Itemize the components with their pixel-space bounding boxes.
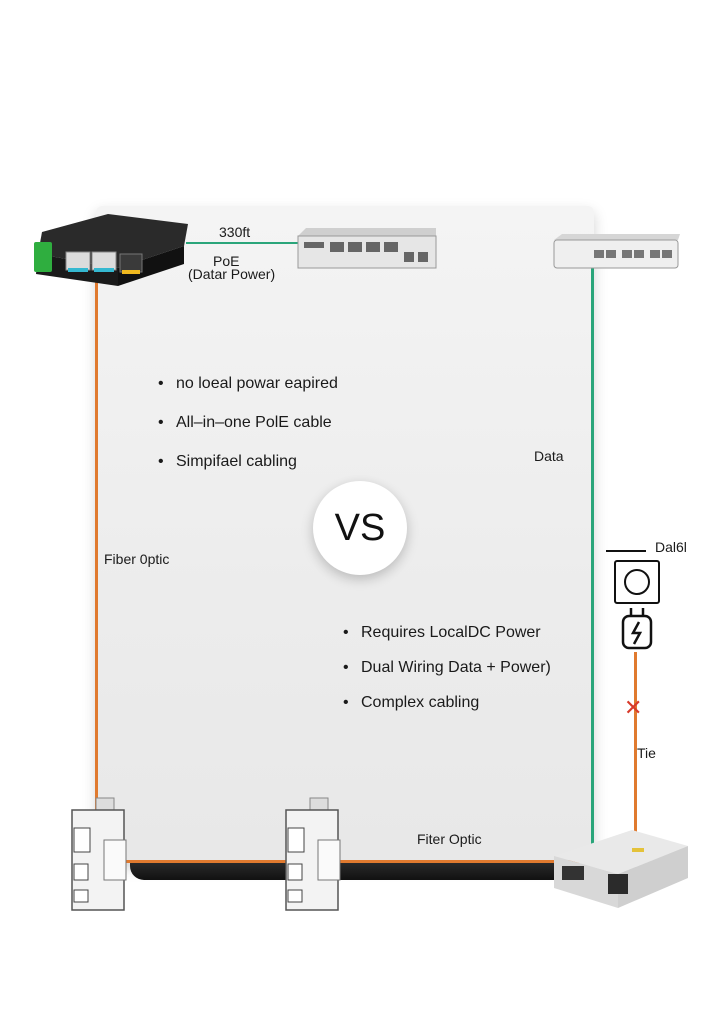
data-line-right — [591, 262, 594, 862]
din-rail-converter-middle — [285, 797, 341, 911]
list-item: Dual Wiring Data + Power) — [343, 650, 551, 685]
power-plug-icon — [621, 608, 653, 650]
data-power-label-right: Dal6l — [655, 539, 687, 555]
poe-link-line — [186, 242, 298, 244]
vs-badge: VS — [313, 481, 407, 575]
distance-label: 330ft — [219, 224, 251, 240]
fiber-label-bottom: Fiter Optic — [417, 831, 482, 847]
network-switch-middle — [297, 228, 437, 269]
local-power-drawbacks-list: Requires LocalDC Power Dual Wiring Data … — [343, 615, 551, 720]
poe-label: PoE — [213, 253, 240, 269]
data-label-right: Data — [534, 448, 564, 464]
list-item: Complex cabling — [343, 685, 551, 720]
fiber-line-bottom — [95, 860, 595, 863]
red-x-icon: ✕ — [624, 695, 643, 720]
tie-label: Tie — [637, 745, 656, 761]
list-item: no loeal powar eapired — [158, 364, 338, 403]
list-item: Requires LocalDC Power — [343, 615, 551, 650]
list-item: All–in–one PolE cable — [158, 403, 338, 442]
poe-subtitle-label: (Datar Power) — [188, 266, 276, 282]
network-switch-right — [553, 234, 680, 269]
fiber-label-left: Fiber 0ptic — [104, 551, 170, 567]
fiber-line-left — [95, 262, 98, 862]
media-converter-bottom-right — [554, 830, 688, 908]
panel-base — [130, 862, 570, 880]
list-item: Simpifael cabling — [158, 442, 338, 481]
poe-benefits-list: no loeal powar eapired All–in–one PolE c… — [158, 364, 338, 481]
din-rail-converter-left — [71, 797, 127, 911]
outlet-dash-line — [606, 550, 646, 552]
poe-media-converter — [34, 214, 188, 286]
power-line-right — [634, 652, 637, 834]
power-outlet-icon — [614, 560, 660, 604]
